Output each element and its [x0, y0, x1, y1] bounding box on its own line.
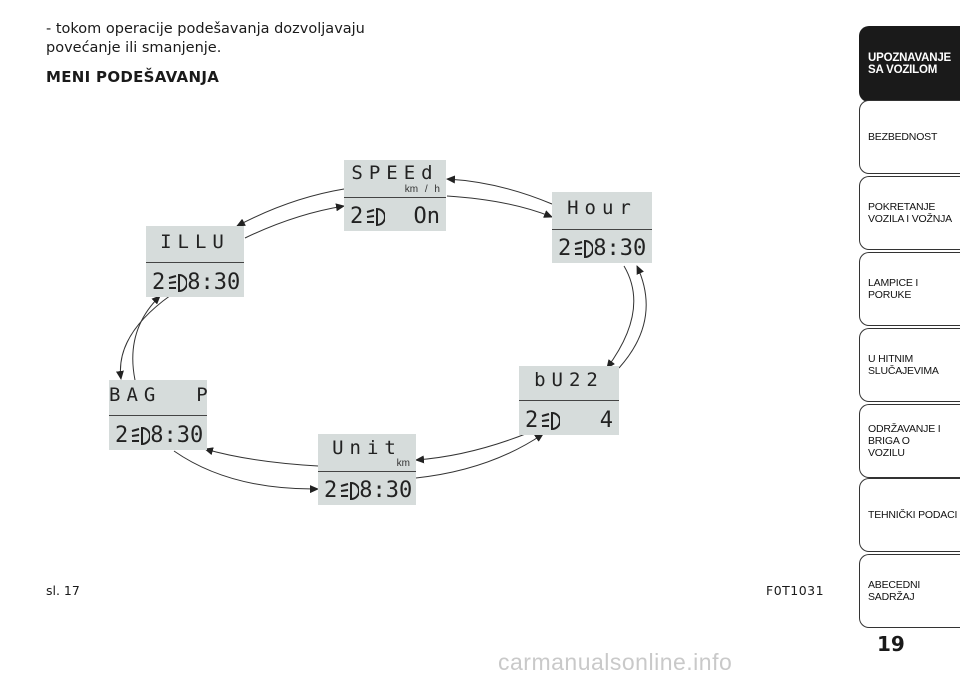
- lcd-unit-value: 8:30: [359, 478, 413, 503]
- lcd-speed-unit: km / h: [404, 184, 440, 195]
- lcd-illu-value: 8:30: [187, 270, 241, 295]
- arrow-illu-to-bagp: [115, 294, 172, 380]
- lcd-divider: [552, 229, 652, 230]
- page-number: 19: [877, 632, 905, 656]
- settings-menu-figure: SPEEd km / h 2 On Hour 2 8:30 ILLU 2: [109, 160, 652, 505]
- arrow-bagp-to-unit: [173, 450, 319, 494]
- tab-label: ABECEDNI SADRŽAJ: [868, 579, 921, 603]
- tab-hitni[interactable]: U HITNIM SLUČAJEVIMA: [859, 328, 960, 402]
- tab-bezbednost[interactable]: BEZBEDNOST: [859, 100, 960, 174]
- tab-label: ODRŽAVANJE I BRIGA O VOZILU: [868, 423, 941, 459]
- arrow-speed-to-hour: [446, 195, 553, 218]
- lcd-speed: SPEEd km / h 2 On: [344, 160, 446, 231]
- cycle-arrows: [115, 175, 647, 494]
- lcd-buzzer-title: bU22: [534, 369, 604, 391]
- arrow-unit-to-buzz: [415, 433, 544, 479]
- tab-lampice[interactable]: LAMPICE I PORUKE: [859, 252, 960, 326]
- lcd-bag-p-title: BAG P: [109, 384, 214, 406]
- lcd-divider: [146, 262, 244, 263]
- tab-abecedni[interactable]: ABECEDNI SADRŽAJ: [859, 554, 960, 628]
- arrow-bagp-to-illu: [132, 295, 161, 381]
- lcd-divider: [318, 471, 416, 472]
- lcd-buzzer-value: 4: [599, 408, 613, 433]
- tab-label: LAMPICE I PORUKE: [868, 277, 919, 301]
- headlight-icon: [131, 426, 151, 445]
- lcd-unit-prefix: 2: [324, 478, 338, 503]
- watermark: carmanualsonline.info: [498, 649, 733, 675]
- lcd-illu-prefix: 2: [152, 270, 166, 295]
- tab-pokretanje[interactable]: POKRETANJE VOZILA I VOŽNJA: [859, 176, 960, 250]
- figure-caption: sl. 17: [46, 583, 80, 598]
- tab-label: BEZBEDNOST: [868, 131, 938, 143]
- lcd-speed-prefix: 2: [350, 204, 364, 229]
- arrow-speed-to-illu: [236, 188, 345, 227]
- lcd-speed-value: On: [413, 204, 441, 229]
- arrow-unit-to-bagp: [204, 447, 319, 467]
- lcd-divider: [344, 197, 446, 198]
- tab-label: POKRETANJE VOZILA I VOŽNJA: [868, 201, 952, 225]
- figure-code: F0T1031: [766, 583, 825, 598]
- arrow-hour-to-speed: [446, 175, 553, 205]
- headlight-icon: [168, 273, 188, 292]
- tab-odrzavanje[interactable]: ODRŽAVANJE I BRIGA O VOZILU: [859, 404, 960, 478]
- lcd-divider: [109, 415, 207, 416]
- tab-upoznavanje[interactable]: UPOZNAVANJE SA VOZILOM: [859, 26, 960, 102]
- lcd-unit-unit: km: [396, 458, 410, 469]
- lcd-hour-title: Hour: [567, 197, 637, 219]
- lcd-illu: ILLU 2 8:30: [146, 226, 244, 297]
- headlight-icon: [340, 481, 360, 500]
- lcd-buzzer: bU22 2 4: [519, 366, 619, 435]
- lcd-hour-value: 8:30: [593, 236, 647, 261]
- tab-label: UPOZNAVANJE SA VOZILOM: [868, 52, 951, 76]
- tab-tehnicki[interactable]: TEHNIČKI PODACI: [859, 478, 960, 552]
- headlight-icon: [541, 411, 561, 430]
- arrow-illu-to-speed: [244, 203, 345, 239]
- lcd-bag-p-prefix: 2: [115, 423, 129, 448]
- lcd-unit: Unit km 2 8:30: [318, 434, 416, 505]
- arrow-buzz-to-unit: [415, 432, 529, 464]
- lcd-unit-title: Unit: [332, 437, 402, 459]
- lcd-speed-title: SPEEd: [351, 162, 439, 184]
- section-heading: MENI PODEŠAVANJA: [46, 68, 220, 86]
- lcd-bag-p-value: 8:30: [150, 423, 204, 448]
- arrow-hour-to-buzz: [606, 265, 635, 369]
- intro-text: - tokom operacije podešavanja dozvoljava…: [46, 21, 365, 56]
- tab-label: U HITNIM SLUČAJEVIMA: [868, 353, 939, 377]
- arrow-buzz-to-hour: [618, 265, 647, 369]
- lcd-bag-p: BAG P 2 8:30: [109, 380, 214, 450]
- lcd-illu-title: ILLU: [160, 231, 230, 253]
- lcd-divider: [519, 400, 619, 401]
- lcd-buzzer-prefix: 2: [525, 408, 539, 433]
- headlight-icon: [574, 239, 594, 258]
- tab-label: TEHNIČKI PODACI: [868, 509, 958, 521]
- lcd-hour: Hour 2 8:30: [552, 192, 652, 263]
- headlight-icon: [366, 207, 386, 226]
- lcd-hour-prefix: 2: [558, 236, 572, 261]
